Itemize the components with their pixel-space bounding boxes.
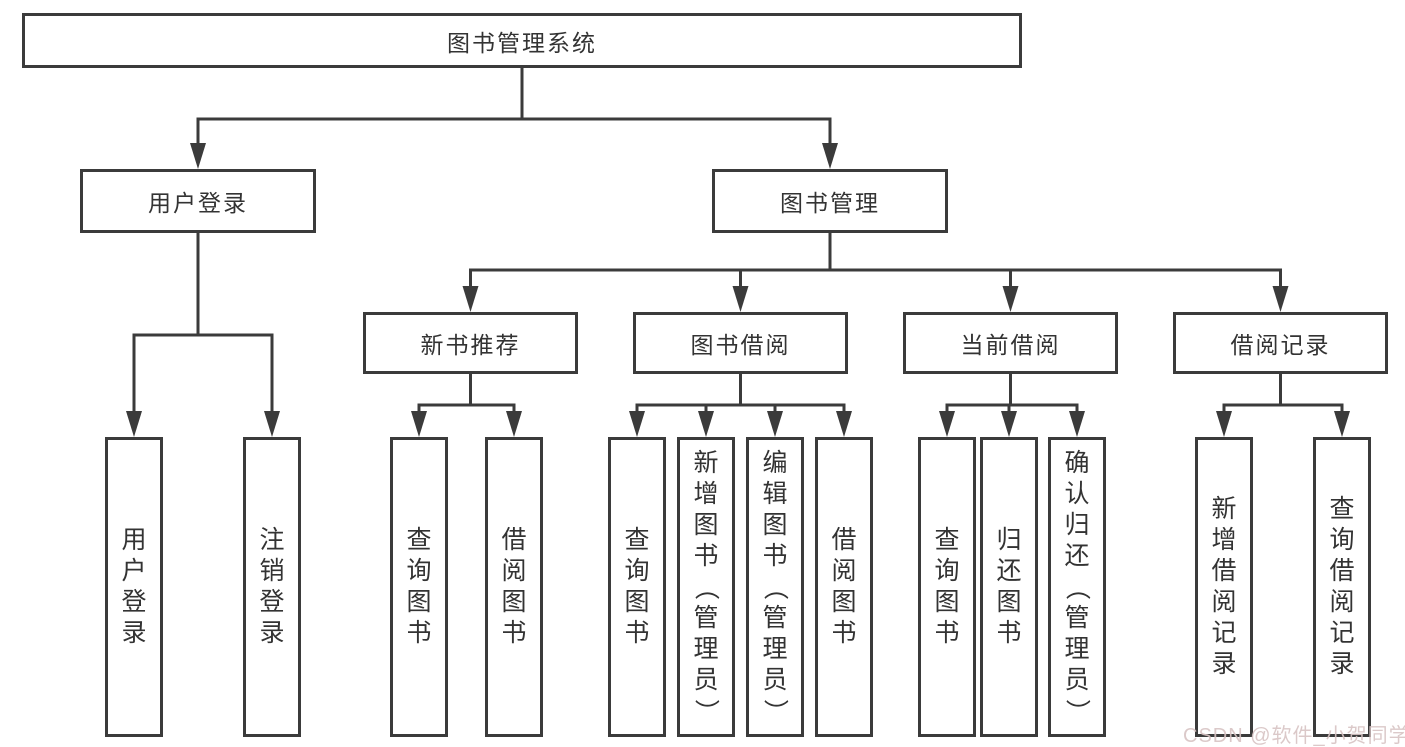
leaf-label: 查询图书 — [624, 526, 650, 647]
leaf-query-borrow-record: 查询借阅记录 — [1313, 437, 1371, 737]
node-label: 新书推荐 — [420, 332, 521, 358]
leaf-add-borrow-record: 新增借阅记录 — [1195, 437, 1253, 737]
leaf-borrow-books: 借阅图书 — [815, 437, 873, 737]
leaf-label: 查询图书 — [934, 526, 960, 647]
node-label: 借阅记录 — [1230, 332, 1331, 358]
node-book-borrow: 图书借阅 — [633, 312, 848, 374]
arrow-down-icon — [1002, 286, 1019, 312]
node-library-management-system: 图书管理系统 — [22, 13, 1022, 68]
leaf-label: 借阅图书 — [831, 526, 857, 647]
leaf-label: 借阅图书 — [501, 526, 527, 647]
leaf-label: 新增图书（管理员） — [692, 448, 721, 724]
arrow-down-icon — [732, 286, 749, 312]
arrow-down-icon — [822, 143, 838, 169]
node-current-borrow: 当前借阅 — [903, 312, 1118, 374]
arrow-down-icon — [629, 411, 645, 437]
node-new-book-recommend: 新书推荐 — [363, 312, 578, 374]
arrow-down-icon — [126, 411, 142, 437]
arrow-down-icon — [1334, 411, 1350, 437]
node-label: 用户登录 — [148, 190, 248, 216]
node-label: 当前借阅 — [960, 332, 1061, 358]
leaf-label: 查询借阅记录 — [1329, 495, 1355, 678]
arrow-down-icon — [698, 411, 714, 437]
arrow-down-icon — [506, 411, 522, 437]
leaf-label: 确认归还（管理员） — [1063, 448, 1092, 724]
leaf-query-books-borrow: 查询图书 — [608, 437, 666, 737]
node-label: 图书借阅 — [690, 332, 791, 358]
watermark: CSDN @软件_小贺同学 — [1183, 725, 1405, 747]
node-borrow-records: 借阅记录 — [1173, 312, 1388, 374]
leaf-confirm-return-admin: 确认归还（管理员） — [1048, 437, 1106, 737]
node-label: 图书管理 — [780, 190, 880, 216]
arrow-down-icon — [462, 286, 479, 312]
connector-path — [132, 68, 1344, 413]
leaf-add-books-admin: 新增图书（管理员） — [677, 437, 735, 737]
arrow-down-icon — [411, 411, 427, 437]
leaf-label: 查询图书 — [406, 526, 432, 647]
arrow-down-icon — [264, 411, 280, 437]
leaf-label: 归还图书 — [996, 526, 1022, 647]
arrow-down-icon — [1272, 286, 1289, 312]
leaf-label: 用户登录 — [121, 526, 147, 647]
arrow-down-icon — [1216, 411, 1232, 437]
leaf-label: 注销登录 — [259, 526, 285, 647]
node-book-management: 图书管理 — [712, 169, 948, 233]
arrow-down-icon — [836, 411, 852, 437]
leaf-logout: 注销登录 — [243, 437, 301, 737]
node-label: 图书管理系统 — [447, 29, 597, 56]
leaf-query-books-current: 查询图书 — [918, 437, 976, 737]
leaf-query-books-recommend: 查询图书 — [390, 437, 448, 737]
arrow-down-icon — [939, 411, 955, 437]
leaf-edit-books-admin: 编辑图书（管理员） — [746, 437, 804, 737]
leaf-borrow-books-recommend: 借阅图书 — [485, 437, 543, 737]
node-user-login: 用户登录 — [80, 169, 316, 233]
arrow-down-icon — [767, 411, 783, 437]
arrow-down-icon — [1069, 411, 1085, 437]
leaf-return-books: 归还图书 — [980, 437, 1038, 737]
leaf-user-login: 用户登录 — [105, 437, 163, 737]
leaf-label: 编辑图书（管理员） — [761, 448, 790, 724]
arrow-down-icon — [1001, 411, 1017, 437]
leaf-label: 新增借阅记录 — [1211, 495, 1237, 678]
arrow-down-icon — [190, 143, 206, 169]
